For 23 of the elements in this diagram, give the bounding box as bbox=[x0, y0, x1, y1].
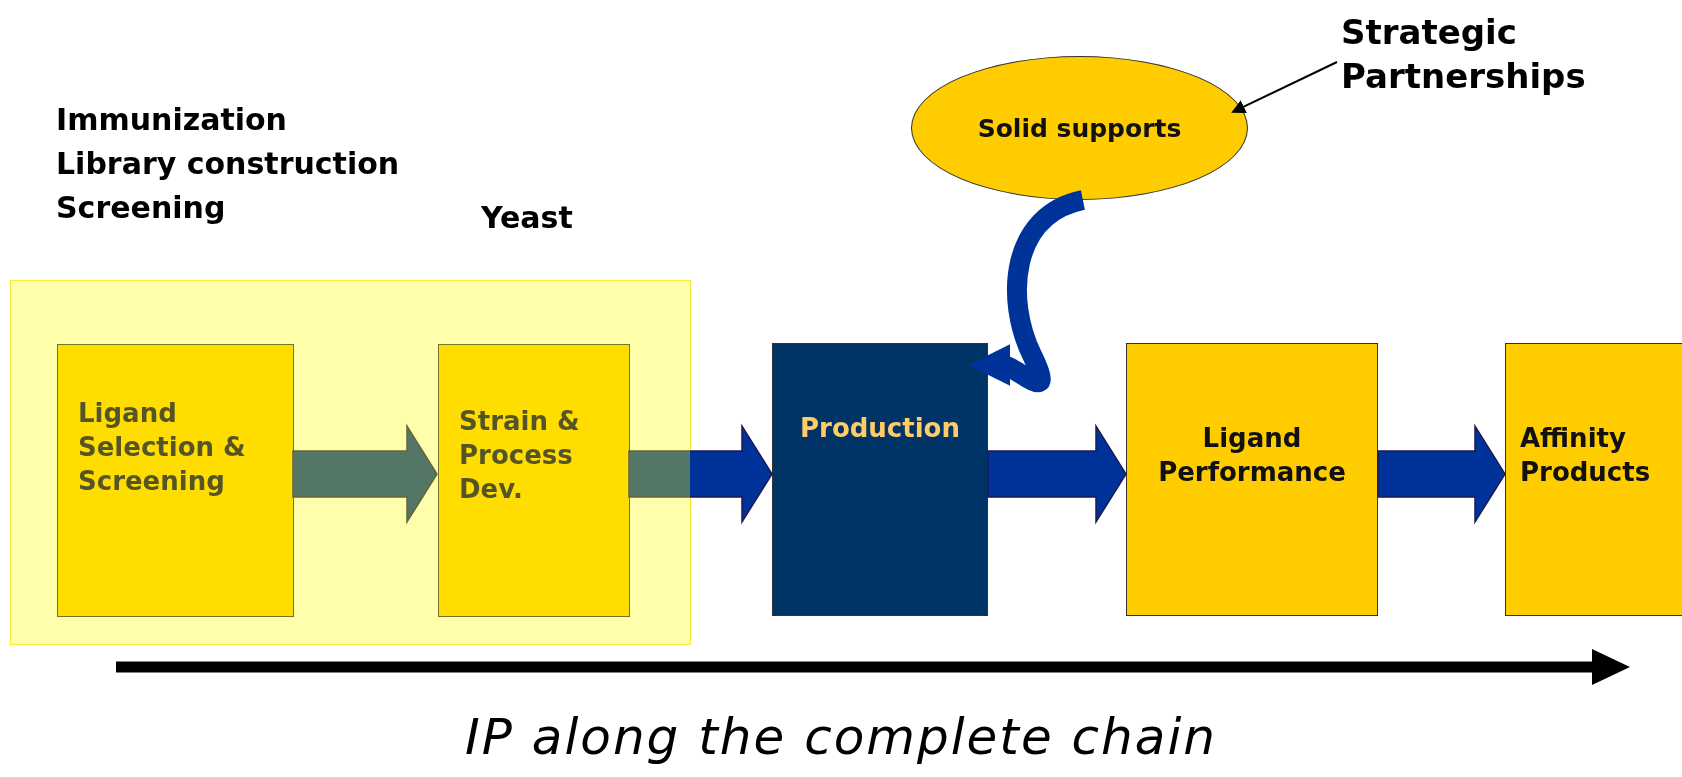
note-text: Screening bbox=[56, 189, 226, 227]
process-box bbox=[57, 344, 294, 617]
note-text: Library construction bbox=[56, 145, 400, 183]
process-box bbox=[438, 344, 630, 617]
box-label: Production bbox=[800, 412, 960, 445]
box-label: Ligand Performance bbox=[1157, 422, 1347, 489]
block-arrow bbox=[628, 423, 773, 525]
process-box bbox=[772, 343, 988, 616]
arrow bbox=[1231, 61, 1338, 113]
caption: IP along the complete chain bbox=[464, 708, 1218, 766]
block-arrow bbox=[987, 423, 1127, 525]
box-label: Ligand Selection & Screening bbox=[78, 397, 247, 498]
process-box bbox=[1126, 343, 1378, 616]
block-arrow bbox=[292, 423, 438, 525]
callout-text: Strategic Partnerships bbox=[1341, 10, 1671, 98]
highlight-region bbox=[10, 280, 691, 645]
note-text: Yeast bbox=[481, 199, 573, 237]
block-arrow bbox=[1377, 423, 1506, 525]
oval-label: Solid supports bbox=[977, 113, 1182, 143]
process-box bbox=[1505, 343, 1682, 616]
box-label: Strain & Process Dev. bbox=[459, 405, 581, 506]
box-label: Affinity Products bbox=[1520, 422, 1652, 489]
note-text: Immunization bbox=[56, 101, 287, 139]
